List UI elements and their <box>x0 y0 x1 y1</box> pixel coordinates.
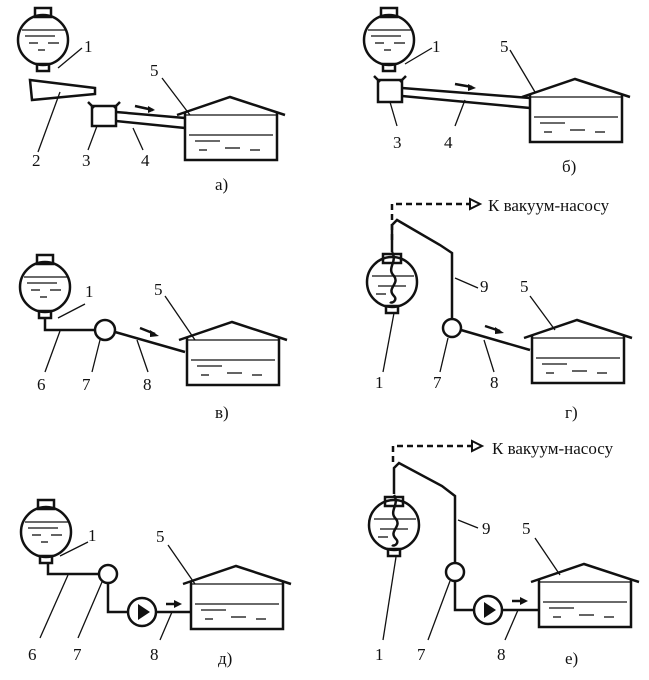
house-icon <box>177 320 289 387</box>
label-5: 5 <box>500 37 509 56</box>
label-7: 7 <box>417 645 426 664</box>
label-5: 5 <box>154 280 163 299</box>
receiver-icon <box>373 75 407 104</box>
label-5: 5 <box>522 519 531 538</box>
label-1: 1 <box>85 282 94 301</box>
pump-icon <box>472 594 504 626</box>
arrow-icon <box>469 197 483 211</box>
label-1: 1 <box>375 373 384 392</box>
caption-a: а) <box>215 175 228 194</box>
label-8: 8 <box>150 645 159 664</box>
tank-icon <box>16 6 70 73</box>
tank-icon <box>362 6 416 73</box>
label-4: 4 <box>141 151 150 170</box>
trough-icon <box>28 78 97 102</box>
siphon-pipe <box>390 218 454 320</box>
valve-icon <box>444 561 466 583</box>
receiver-icon <box>87 101 121 128</box>
panel-d: 1 5 6 7 8 д) <box>19 498 293 668</box>
label-4: 4 <box>444 133 453 152</box>
house-icon <box>181 564 293 631</box>
vacuum-pump-label: К вакуум-насосу <box>488 196 610 215</box>
panel-b: 1 3 4 5 б) <box>362 6 632 176</box>
caption-v: в) <box>215 403 229 422</box>
label-8: 8 <box>490 373 499 392</box>
label-8: 8 <box>143 375 152 394</box>
vacuum-line <box>390 202 470 240</box>
tank-icon <box>367 493 421 558</box>
house-icon <box>529 562 641 629</box>
label-1: 1 <box>88 526 97 545</box>
label-1: 1 <box>432 37 441 56</box>
label-7: 7 <box>82 375 91 394</box>
label-1: 1 <box>375 645 384 664</box>
tank-icon <box>365 250 419 315</box>
label-7: 7 <box>433 373 442 392</box>
panel-a: 1 2 3 4 5 а) <box>16 6 287 194</box>
caption-b: б) <box>562 157 576 176</box>
label-1: 1 <box>84 37 93 56</box>
label-6: 6 <box>37 375 46 394</box>
label-9: 9 <box>480 277 489 296</box>
house-icon <box>520 77 632 144</box>
pump-icon <box>126 596 158 628</box>
tank-icon <box>18 253 72 320</box>
arrow-icon <box>471 439 485 453</box>
house-icon <box>175 95 287 162</box>
panel-v: 1 5 6 7 8 в) <box>18 253 289 422</box>
panel-g: К вакуум-насосу 9 5 1 7 8 г) <box>365 196 634 422</box>
panel-e: К вакуум-насосу 9 5 1 7 8 е) <box>367 439 641 668</box>
label-9: 9 <box>482 519 491 538</box>
label-2: 2 <box>32 151 41 170</box>
label-5: 5 <box>520 277 529 296</box>
caption-g: г) <box>565 403 578 422</box>
label-3: 3 <box>82 151 91 170</box>
vacuum-line <box>391 444 472 462</box>
valve-icon <box>93 318 117 342</box>
valve-icon <box>441 317 463 339</box>
label-6: 6 <box>28 645 37 664</box>
vacuum-pump-label: К вакуум-насосу <box>492 439 614 458</box>
label-3: 3 <box>393 133 402 152</box>
valve-icon <box>97 563 119 585</box>
caption-d: д) <box>218 649 232 668</box>
siphon-pipe <box>392 461 457 564</box>
label-8: 8 <box>497 645 506 664</box>
label-5: 5 <box>150 61 159 80</box>
label-5: 5 <box>156 527 165 546</box>
label-7: 7 <box>73 645 82 664</box>
caption-e: е) <box>565 649 578 668</box>
house-icon <box>522 318 634 385</box>
